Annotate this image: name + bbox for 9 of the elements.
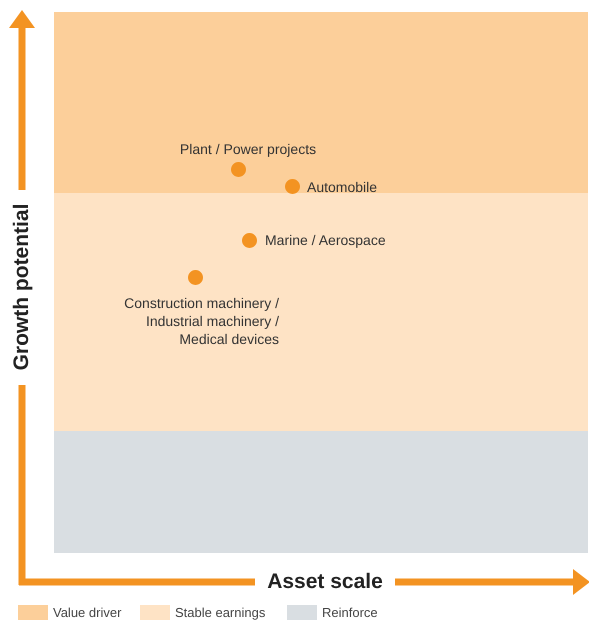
point-label: Construction machinery / Industrial machinery / Medical devices (123, 294, 279, 348)
point-label: Marine / Aerospace (265, 231, 386, 249)
point-label: Automobile (307, 178, 378, 196)
axis-title: Growth potential (10, 204, 34, 370)
point-label: Plant / Power projects (178, 140, 318, 158)
legend-label: Stable earnings (175, 605, 266, 620)
legend-label: Reinforce (322, 605, 378, 620)
axis-title: Asset scale (267, 570, 383, 594)
legend-label: Value driver (53, 605, 122, 620)
